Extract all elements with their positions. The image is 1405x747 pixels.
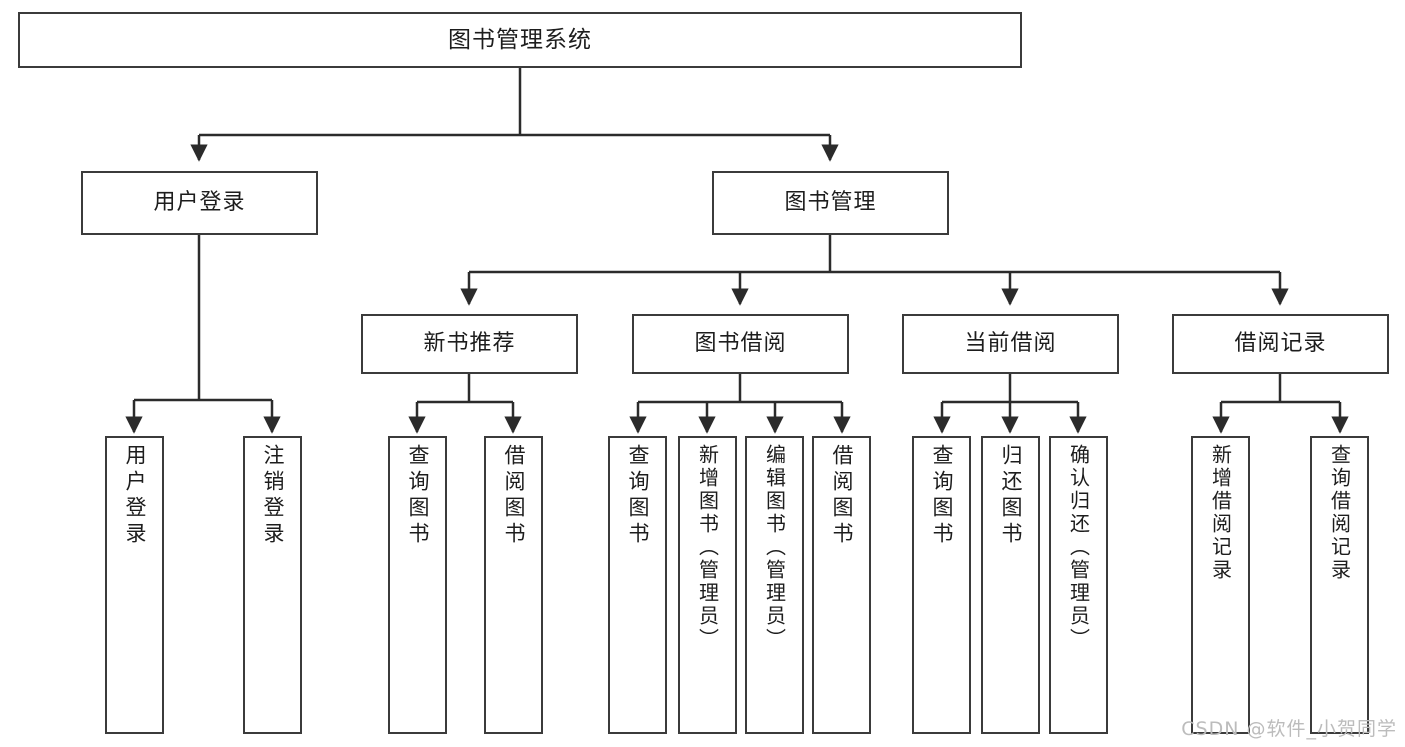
leaf-borrow-query-book[interactable]: 查询图书 — [608, 436, 667, 734]
leaf-label: 新增借阅记录 — [1208, 444, 1233, 582]
leaf-label: 确认归还（管理员） — [1066, 444, 1091, 651]
node-root-label: 图书管理系统 — [448, 26, 592, 53]
node-book-borrow-label: 图书借阅 — [694, 331, 787, 357]
node-current-borrow[interactable]: 当前借阅 — [902, 314, 1119, 374]
leaf-record-query-record[interactable]: 查询借阅记录 — [1310, 436, 1369, 734]
node-book-management-label: 图书管理 — [784, 190, 877, 216]
leaf-label: 借阅图书 — [502, 444, 526, 548]
node-new-book-recommend-label: 新书推荐 — [423, 331, 516, 357]
node-new-book-recommend[interactable]: 新书推荐 — [361, 314, 578, 374]
leaf-label: 借阅图书 — [830, 444, 854, 548]
leaf-user-login-logout[interactable]: 注销登录 — [243, 436, 302, 734]
leaf-borrow-add-book[interactable]: 新增图书（管理员） — [678, 436, 737, 734]
node-user-login[interactable]: 用户登录 — [81, 171, 318, 235]
leaf-recommend-borrow-book[interactable]: 借阅图书 — [484, 436, 543, 734]
leaf-user-login-login[interactable]: 用户登录 — [105, 436, 164, 734]
watermark: CSDN @软件_小贺同学 — [1181, 718, 1397, 740]
leaf-label: 查询图书 — [626, 444, 650, 548]
leaf-label: 新增图书（管理员） — [695, 444, 720, 651]
leaf-borrow-edit-book[interactable]: 编辑图书（管理员） — [745, 436, 804, 734]
leaf-current-return-book[interactable]: 归还图书 — [981, 436, 1040, 734]
leaf-label: 查询图书 — [406, 444, 430, 548]
leaf-current-query-book[interactable]: 查询图书 — [912, 436, 971, 734]
leaf-label: 注销登录 — [261, 444, 285, 548]
node-borrow-record[interactable]: 借阅记录 — [1172, 314, 1389, 374]
leaf-borrow-borrow-book[interactable]: 借阅图书 — [812, 436, 871, 734]
node-user-login-label: 用户登录 — [153, 190, 246, 216]
leaf-record-add-record[interactable]: 新增借阅记录 — [1191, 436, 1250, 734]
leaf-current-confirm-return[interactable]: 确认归还（管理员） — [1049, 436, 1108, 734]
node-book-borrow[interactable]: 图书借阅 — [632, 314, 849, 374]
leaf-label: 用户登录 — [123, 444, 147, 548]
node-root[interactable]: 图书管理系统 — [18, 12, 1022, 68]
node-book-management[interactable]: 图书管理 — [712, 171, 949, 235]
leaf-label: 查询图书 — [930, 444, 954, 548]
leaf-label: 归还图书 — [999, 444, 1023, 548]
leaf-label: 编辑图书（管理员） — [762, 444, 787, 651]
leaf-recommend-query-book[interactable]: 查询图书 — [388, 436, 447, 734]
node-current-borrow-label: 当前借阅 — [964, 331, 1057, 357]
leaf-label: 查询借阅记录 — [1327, 444, 1352, 582]
node-borrow-record-label: 借阅记录 — [1234, 331, 1327, 357]
